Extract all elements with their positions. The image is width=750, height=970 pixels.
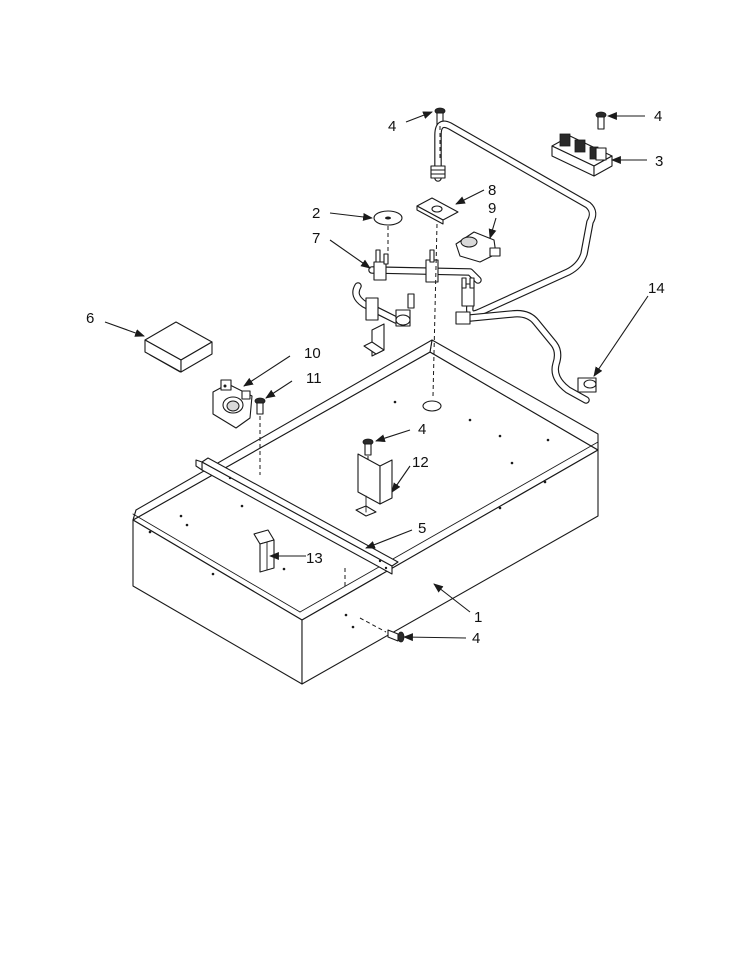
callout-11: 11 — [306, 370, 322, 387]
plate-part-8 — [416, 197, 459, 225]
igniter-module-part-3 — [551, 133, 613, 177]
callout-8: 8 — [488, 182, 496, 199]
regulator-part-10 — [212, 379, 253, 429]
callout-13: 13 — [306, 550, 323, 567]
callout-5: 5 — [418, 520, 426, 537]
screw-bottom — [387, 629, 405, 643]
bracket-part-12 — [355, 453, 393, 517]
callout-14: 14 — [648, 280, 665, 297]
bracket-part-13 — [253, 529, 275, 573]
valve-assembly-part-7 — [352, 249, 482, 357]
callout-labels: 4 4 3 8 9 2 7 14 6 10 11 4 12 5 13 1 4 — [86, 108, 665, 647]
callout-10: 10 — [304, 345, 321, 362]
screw-middle — [362, 438, 374, 456]
callout-4-top: 4 — [388, 118, 396, 135]
callout-12: 12 — [412, 454, 429, 471]
callout-3: 3 — [655, 153, 663, 170]
callout-1: 1 — [474, 609, 482, 626]
callout-7: 7 — [312, 230, 320, 247]
callout-6: 6 — [86, 310, 94, 327]
cover-part-6 — [144, 321, 213, 373]
callout-4-bottom: 4 — [472, 630, 480, 647]
callout-9: 9 — [488, 200, 496, 217]
callout-2: 2 — [312, 205, 320, 222]
leader-lines — [104, 111, 649, 642]
callout-4-upper-right: 4 — [654, 108, 662, 125]
screw-upper-right — [595, 111, 607, 130]
valve-part-9 — [455, 231, 501, 263]
assembly-lines — [259, 126, 441, 633]
callout-4-middle: 4 — [418, 421, 426, 438]
screw-11 — [254, 397, 266, 415]
cross-bar-part — [195, 457, 399, 575]
gas-supply-tube-part-14 — [455, 309, 597, 404]
